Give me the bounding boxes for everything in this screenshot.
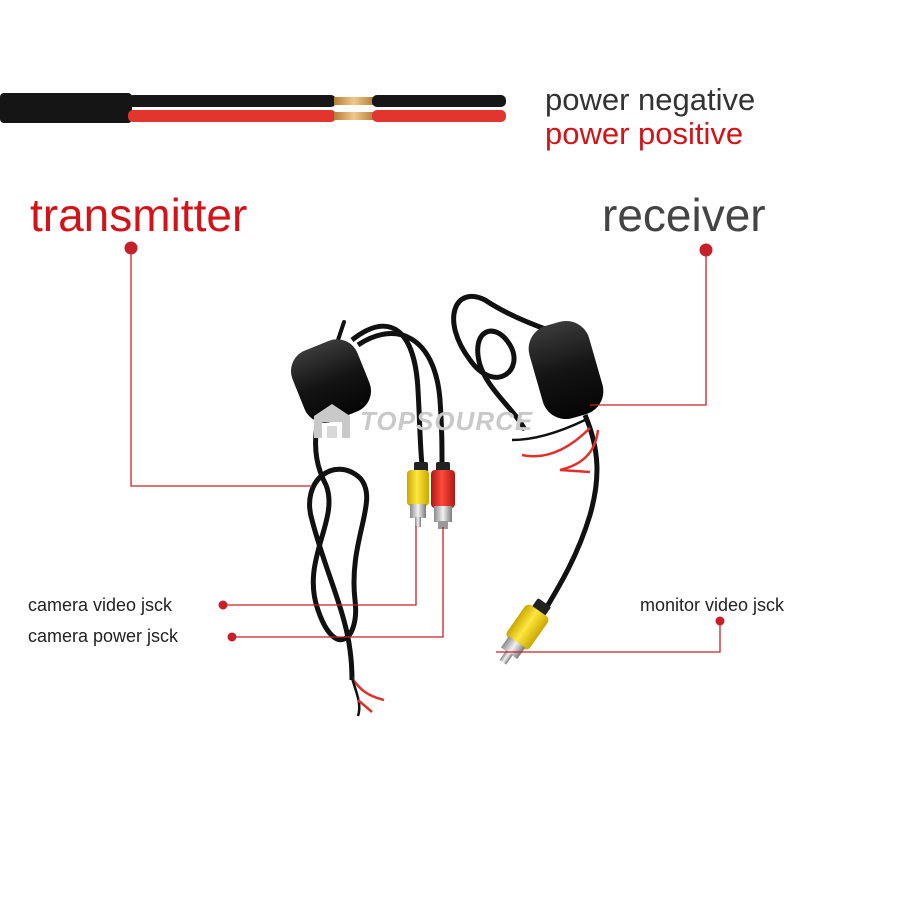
camera-power-callout-dot	[227, 632, 237, 642]
power-negative-label: power negative	[545, 82, 756, 117]
power-positive-label: power positive	[545, 116, 744, 151]
receiver-box	[528, 321, 604, 419]
receiver-callout-dot	[699, 243, 713, 257]
power-cable-sheath	[0, 93, 132, 123]
camera-video-callout-dot	[218, 600, 228, 610]
watermark: TOPSOURCE	[308, 398, 558, 442]
transmitter-box	[290, 339, 372, 423]
receiver-power-wire-red-2	[559, 429, 600, 474]
transmitter-callout-line	[130, 248, 312, 487]
negative-wire-insulation	[128, 95, 336, 107]
callout-dots	[124, 241, 725, 642]
camera-video-callout-line	[223, 526, 417, 606]
receiver-power-wire-black	[511, 418, 586, 442]
transmitter-red-dc-plug	[431, 462, 455, 529]
negative-wire-end	[372, 95, 506, 107]
receiver-label: receiver	[602, 189, 766, 241]
receiver-callout-line	[590, 250, 707, 406]
camera-power-callout-line	[232, 527, 444, 638]
transmitter-yellow-rca-plug	[407, 462, 429, 527]
receiver-power-wire-red	[521, 427, 591, 458]
transmitter-coiled-cable	[307, 419, 370, 681]
camera-power-jack-label: camera power jsck	[28, 626, 179, 646]
transmitter-rca-cable-2	[356, 331, 445, 466]
transmitter-rca-cable	[350, 323, 425, 466]
monitor-video-callout-line	[496, 621, 721, 653]
receiver-coiled-cable	[451, 293, 549, 432]
positive-wire-insulation	[128, 110, 336, 122]
transmitter-power-wire-black	[350, 677, 361, 717]
receiver-assembly	[451, 293, 604, 665]
monitor-video-jack-label: monitor video jsck	[640, 595, 785, 615]
negative-wire-copper	[334, 97, 374, 105]
transmitter-assembly	[290, 320, 455, 717]
watermark-logo-icon	[314, 404, 350, 438]
power-cable	[0, 93, 506, 123]
transmitter-callout-dot	[124, 241, 138, 255]
positive-wire-end	[372, 110, 506, 122]
camera-video-jack-label: camera video jsck	[28, 595, 173, 615]
callout-lines	[130, 248, 721, 653]
watermark-text: TOPSOURCE	[360, 406, 534, 436]
transmitter-label: transmitter	[30, 189, 248, 241]
positive-wire-copper	[334, 112, 374, 120]
transmitter-power-wire-red-2	[357, 699, 373, 713]
monitor-video-callout-dot	[715, 616, 725, 626]
receiver-yellow-rca-plug	[499, 598, 551, 665]
